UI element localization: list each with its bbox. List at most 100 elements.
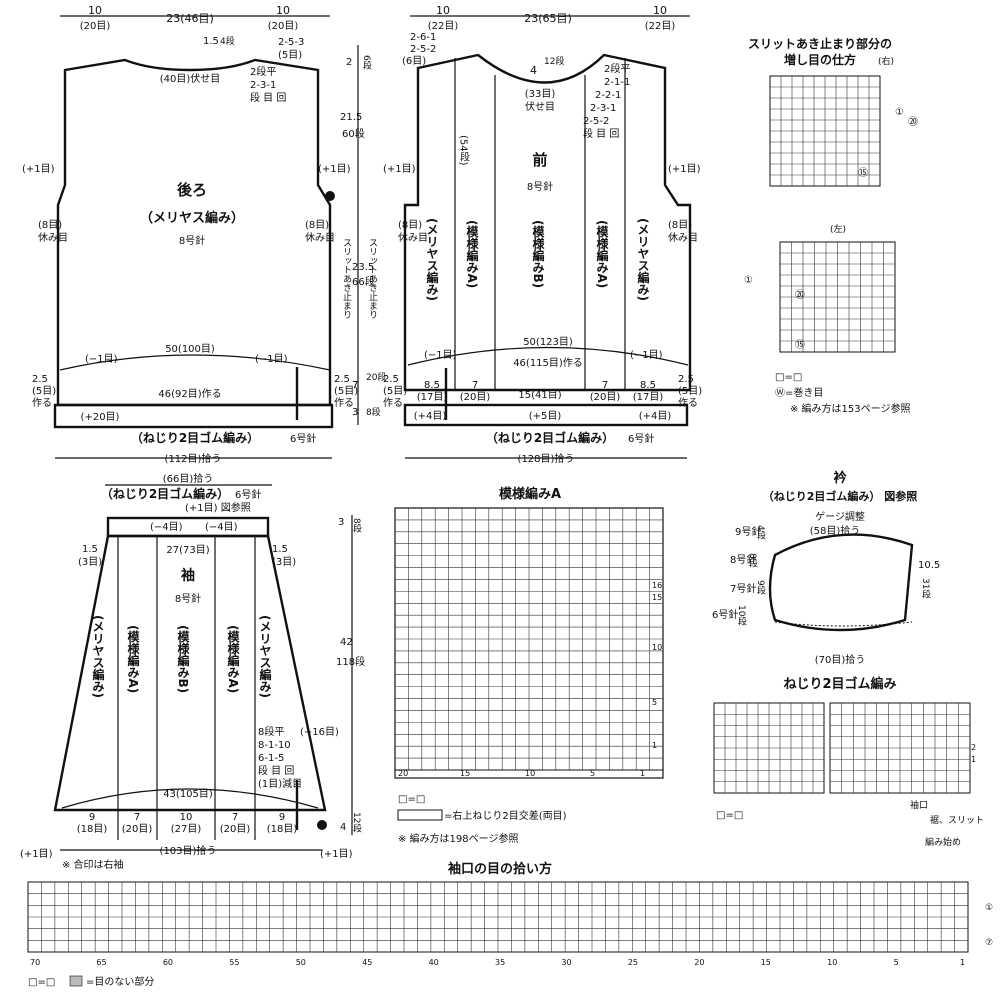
front-neck-dec-0: 2段平	[604, 62, 630, 75]
cuff-title: 袖口の目の拾い方	[448, 861, 552, 877]
front-neck-dec-5: 段 目 回	[583, 127, 619, 140]
front-bottom-w0: 8.5	[424, 380, 440, 391]
front-plus-one-right: (+1目)	[668, 164, 701, 175]
sleeve-rib-label: （ねじり2目ゴム編み）	[101, 486, 229, 501]
sleeve-bw-2: 10	[180, 812, 193, 823]
sleeve-dec-3: 段 目 回	[258, 764, 294, 777]
sleeve-side-right-sub: (3目)	[272, 557, 296, 568]
pattern-a-legend-1: =右上ねじり2目交差(両目)	[444, 809, 567, 822]
sleeve-diagram: (66目)拾う （ねじり2目ゴム編み） 6号針 (+1目) 図参照 (−4目) …	[20, 472, 365, 871]
slit-detail: スリットあき止まり部分の 増し目の仕方 (右) ① ⑳ ⑮ (左) ① ⑳ ⑮ …	[744, 36, 918, 415]
cuff-grid	[27, 881, 969, 953]
pattern-a-note: ※ 編み方は198ページ参照	[398, 832, 518, 845]
sleeve-marker-dot	[317, 820, 327, 830]
pattern-a-col-5: 5	[590, 769, 595, 778]
back-plus-one-left: (+1目)	[22, 164, 55, 175]
collar-height-rows: 31段	[920, 578, 931, 599]
cuff-col-number: 5	[894, 958, 899, 967]
back-hold-right: (8目)	[305, 220, 329, 231]
sleeve-h1-rows: 118段	[336, 655, 365, 668]
sleeve-minus-four-right: (−4目)	[205, 522, 238, 533]
back-needle: 8号針	[179, 234, 205, 247]
cross-symbol-icon	[397, 809, 443, 821]
front-curve	[407, 346, 689, 366]
height-shoulder-rows: 6段	[361, 55, 372, 71]
back-side-left-sub: (5目)	[32, 386, 56, 397]
sleeve-h0-rows: 8段	[351, 518, 362, 534]
back-cast-on: 46(92目)作る	[158, 388, 221, 400]
slit-right-marker-15: ⑮	[858, 167, 868, 179]
slit-legend-1: Ⓦ=巻き目	[775, 387, 823, 399]
back-rib-band	[53, 403, 334, 429]
height-rib: 3	[352, 407, 358, 418]
front-side-right-sub: (5目)	[678, 386, 702, 397]
back-shoulder-rows-2: 段 目 回	[250, 91, 286, 104]
sleeve-bw-3: 7	[232, 812, 238, 823]
sleeve-dec-4: (1目)減目	[258, 777, 302, 790]
pattern-a-col-1: 1	[640, 769, 645, 778]
sleeve-dec-1: 8-1-10	[258, 740, 291, 751]
back-width-mid: 50(100目)	[165, 344, 215, 355]
back-neck-bindoff: (40目)伏せ目	[160, 72, 221, 85]
front-neck-dec-3: 2-3-1	[590, 103, 616, 114]
front-shoulder-dec-0: 2-6-1	[410, 32, 436, 43]
front-rib-needle: 6号針	[628, 432, 654, 445]
back-title: 後ろ	[176, 181, 207, 199]
sleeve-h2: 4	[340, 822, 346, 833]
front-col-0: (メリヤス編み)	[425, 218, 439, 301]
back-top-width-right: 10	[276, 4, 290, 17]
collar-diagram: 衿 （ねじり2目ゴム編み） 図参照 ゲージ調整 (58目)拾う 9号針 4段 8…	[712, 470, 940, 666]
back-side-right-sub: (5目)	[334, 386, 358, 397]
sleeve-col-2: (模様編みB)	[176, 625, 190, 693]
height-body: 23.5	[352, 262, 374, 273]
back-shoulder-dec: 2-5-3	[278, 37, 304, 48]
height-armhole-rows: 60段	[342, 127, 365, 140]
sleeve-curve	[61, 788, 319, 809]
sleeve-plus-one-left: (+1目)	[20, 849, 53, 860]
back-shoulder-dec-sub: (5目)	[278, 50, 302, 61]
rib-legend: □=□	[716, 810, 743, 821]
front-rib-band	[403, 403, 689, 427]
cuff-col-number: 55	[229, 958, 239, 967]
front-rib-label: （ねじり2目ゴム編み）	[486, 430, 614, 445]
sleeve-side-right: 1.5	[272, 544, 288, 555]
collar-subtitle: （ねじり2目ゴム編み） 図参照	[763, 489, 917, 503]
sleeve-title: 袖	[181, 567, 195, 584]
back-shoulder-rows-0: 2段平	[250, 65, 276, 78]
front-top-width-center: 23(65目)	[524, 12, 572, 25]
collar-title: 衿	[833, 470, 846, 486]
back-rib-needle: 6号針	[290, 432, 316, 445]
sleeve-top-width: 27(73目)	[166, 545, 209, 556]
collar-shape	[768, 533, 914, 632]
front-bottom-w2: 15(41目)	[518, 390, 561, 401]
front-side-left: 2.5	[383, 374, 399, 385]
cuff-marker-7: ⑦	[985, 938, 993, 948]
pattern-a-row-16: 16	[652, 581, 662, 590]
slit-legend-0: □=□	[775, 372, 802, 383]
front-bottom-w4: 8.5	[640, 380, 656, 391]
sleeve-bw-4: 9	[279, 812, 285, 823]
back-rib-plus: (+20目)	[81, 412, 120, 423]
back-rib-label: （ねじり2目ゴム編み）	[131, 430, 259, 445]
front-col-4: (メリヤス編み)	[636, 218, 650, 301]
front-body-diagram: 10 (22目) 23(65目) 10 (22目) 2-6-1 2-5-2 (6…	[383, 4, 702, 465]
back-top-width-left: 10	[88, 4, 102, 17]
back-hold-left-sub: 休み目	[38, 232, 68, 244]
pattern-a-row-5: 5	[652, 698, 657, 707]
slit-label-left: スリットあき止まり	[341, 238, 352, 319]
cuff-col-number: 50	[296, 958, 306, 967]
cuff-col-number: 25	[628, 958, 638, 967]
sleeve-rib-note: (+1目) 図参照	[185, 501, 251, 514]
front-col-3: (模様編みA)	[595, 220, 609, 288]
pattern-a-chart: 模様編みA 16 15 10 5 1 20 15 10 5 1 □=□ =右上ね…	[394, 486, 664, 845]
back-minus-left: (−1目)	[85, 354, 118, 365]
height-slit: 7	[352, 380, 358, 391]
cuff-col-number: 1	[960, 958, 965, 967]
front-rib-plus-0: (+4目)	[414, 411, 447, 422]
back-hold-right-sub: 休み目	[305, 232, 335, 244]
sleeve-col-3: (模様編みA)	[226, 625, 240, 693]
back-plus-one-right: (+1目)	[318, 164, 351, 175]
slit-grid-left	[779, 241, 896, 353]
